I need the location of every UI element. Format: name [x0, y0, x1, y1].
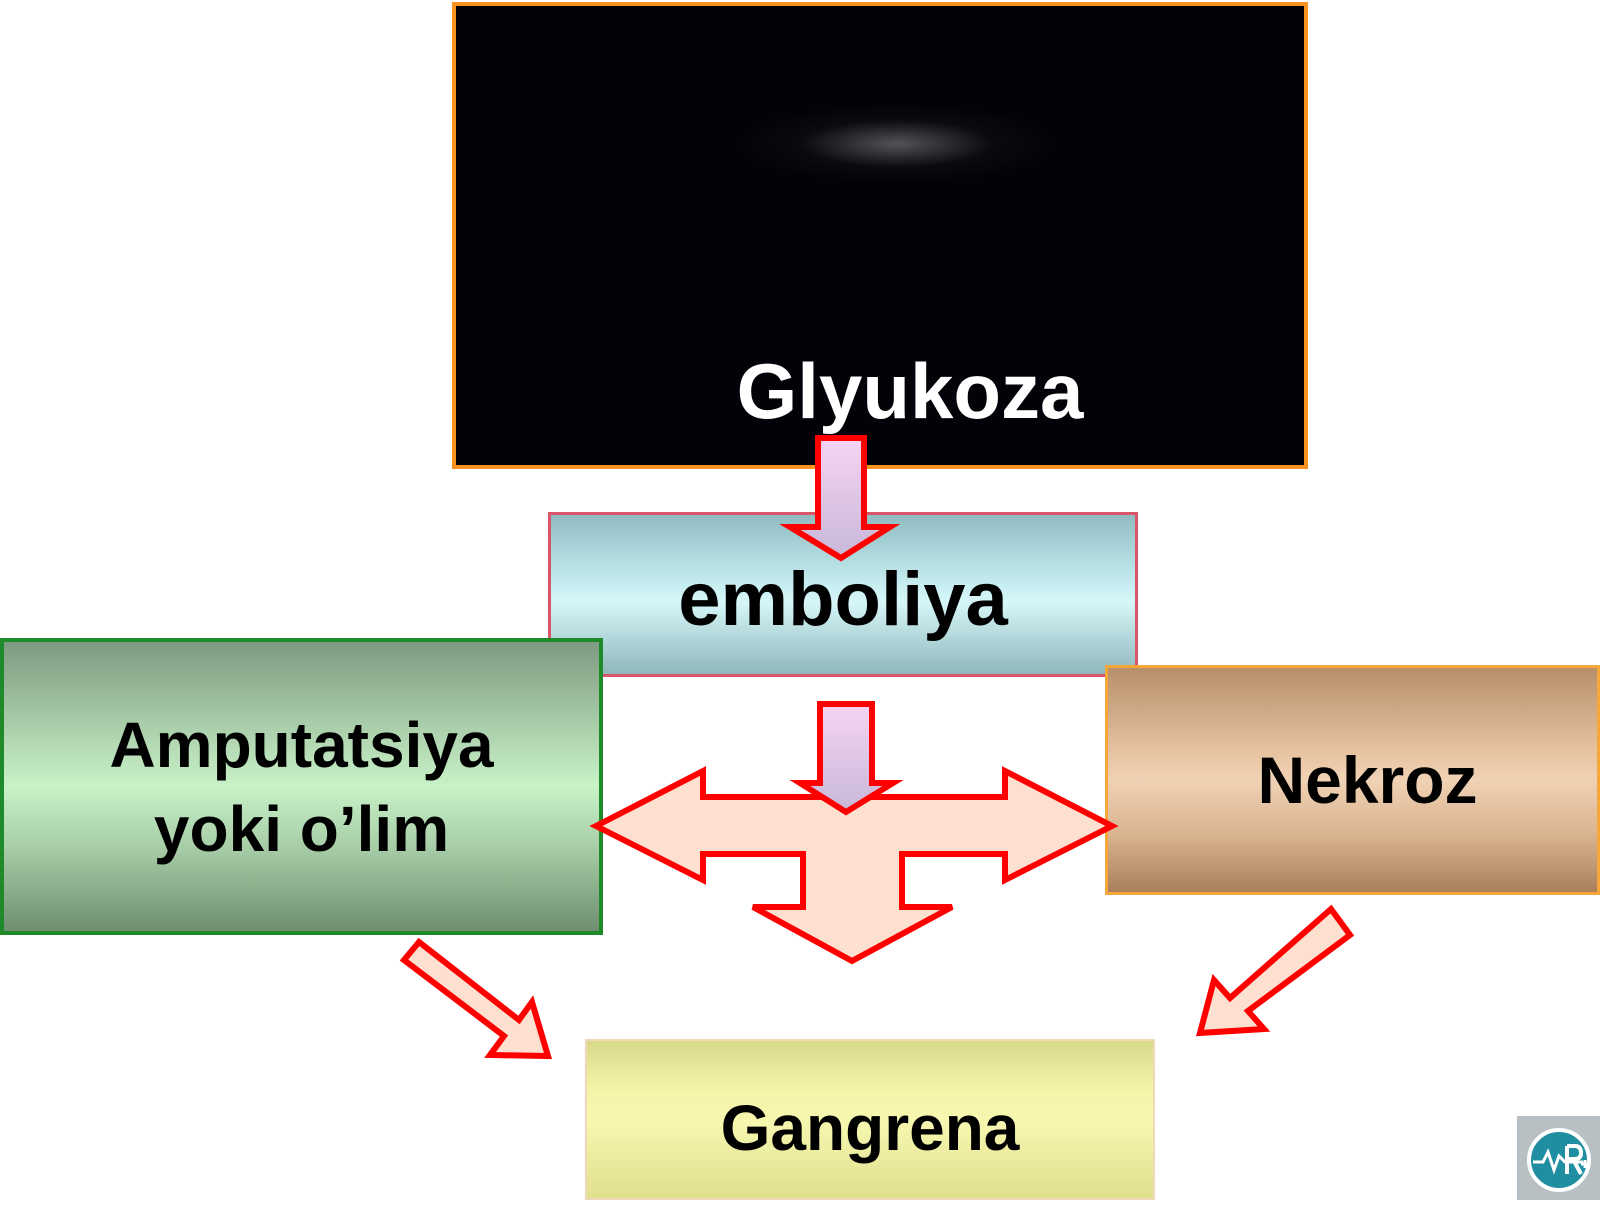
arrow-four-way-split: [589, 766, 1119, 965]
glyukoza-label: Glyukoza: [736, 347, 1084, 435]
arrow-glyukoza-to-emboliya: [779, 435, 901, 562]
arrow-amputatsiya-to-gangrena: [399, 937, 553, 1060]
glyukoza-box: Glyukoza: [452, 2, 1308, 469]
gangrena-box: Gangrena: [585, 1039, 1155, 1200]
amputatsiya-box: Amputatsiya yoki o’lim: [0, 638, 603, 935]
logo-badge: [1517, 1116, 1600, 1200]
arrow-nekroz-to-gangrena: [1196, 904, 1355, 1037]
arrow-emboliya-to-split: [789, 701, 904, 816]
emboliya-label: emboliya: [678, 557, 1008, 642]
medical-logo-icon: [1527, 1128, 1591, 1192]
gangrena-label: Gangrena: [720, 1092, 1020, 1164]
amputatsiya-label-line1: Amputatsiya: [109, 708, 494, 781]
amputatsiya-label-line2: yoki o’lim: [153, 792, 450, 865]
nekroz-box: Nekroz: [1105, 665, 1600, 895]
nekroz-label: Nekroz: [1257, 743, 1478, 817]
